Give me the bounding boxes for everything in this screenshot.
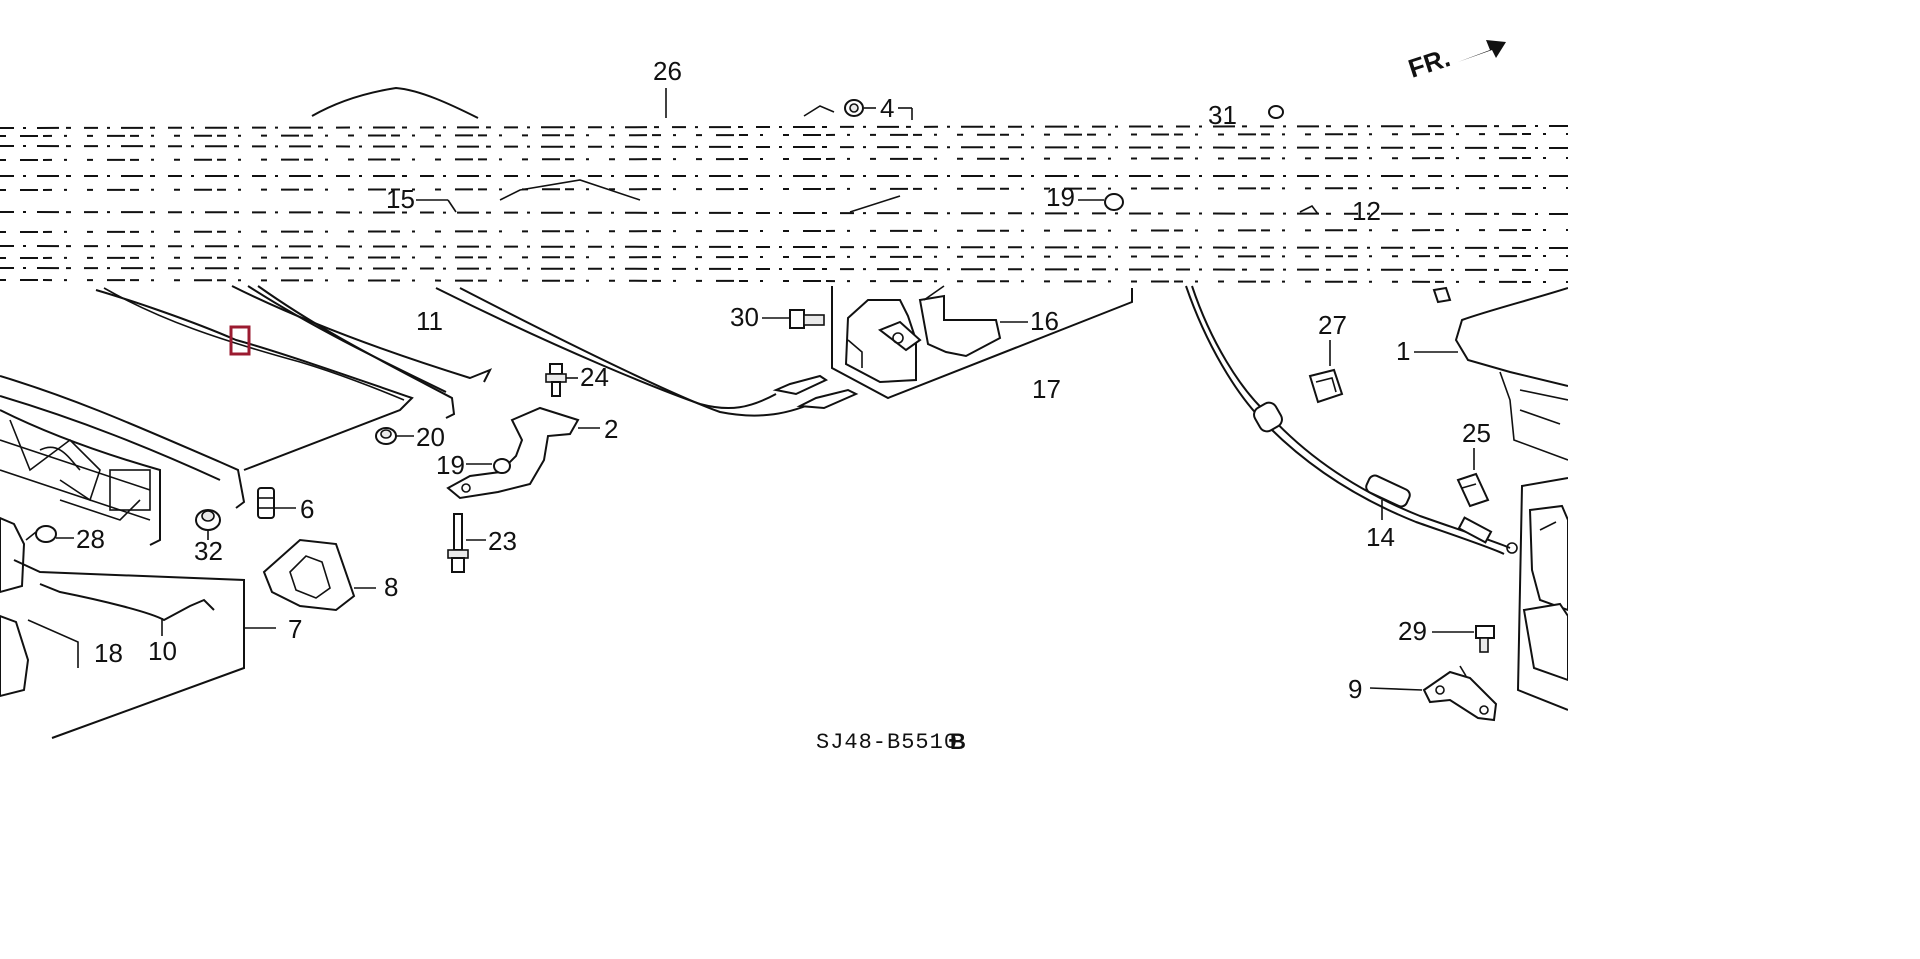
cable-connectors xyxy=(772,374,859,410)
callout-17: 17 xyxy=(1032,374,1061,404)
clip-28 xyxy=(25,525,74,543)
callout-14: 14 xyxy=(1366,522,1395,552)
bolt-23 xyxy=(447,513,486,573)
upper-fragments xyxy=(416,88,1319,215)
release-cable-14 xyxy=(1185,285,1518,555)
callout-8: 8 xyxy=(384,572,398,602)
callout-24: 24 xyxy=(580,362,609,392)
callout-19-top: 19 xyxy=(1046,182,1075,212)
nut-20 xyxy=(375,427,414,445)
callout-4: 4 xyxy=(880,93,894,123)
trunk-opener-assembly xyxy=(831,285,1133,400)
hinge-2 xyxy=(446,406,600,500)
callout-32: 32 xyxy=(194,536,223,566)
callout-23: 23 xyxy=(488,526,517,556)
callout-16: 16 xyxy=(1030,306,1059,336)
callout-19: 19 xyxy=(436,450,465,480)
latch-assembly-right xyxy=(1516,477,1568,711)
bolt-30 xyxy=(762,309,825,329)
lid-cable xyxy=(435,287,777,410)
highlight-marker xyxy=(229,325,251,356)
callout-9: 9 xyxy=(1348,674,1362,704)
torsion-bar xyxy=(231,285,493,419)
callout-6: 6 xyxy=(300,494,314,524)
striker-9 xyxy=(1369,665,1498,722)
nut-19 xyxy=(466,458,511,474)
callout-15: 15 xyxy=(386,184,415,214)
callout-26: 26 xyxy=(653,56,682,86)
callout-2: 2 xyxy=(604,414,618,444)
callout-11: 11 xyxy=(416,306,443,336)
callout-25: 25 xyxy=(1462,418,1491,448)
lock-cover-8 xyxy=(262,538,376,612)
callout-27: 27 xyxy=(1318,310,1347,340)
bumper-6 xyxy=(257,487,296,519)
clip-25 xyxy=(1456,448,1490,508)
parts-diagram: FR. xyxy=(0,40,1568,755)
trunk-lid-right xyxy=(1414,286,1568,461)
bolt-24 xyxy=(545,363,578,397)
diagram-code: SJ48-B5510 xyxy=(816,730,958,755)
front-direction-label: FR. xyxy=(1405,42,1454,83)
latch-assembly-left xyxy=(0,516,276,739)
callout-29: 29 xyxy=(1398,616,1427,646)
callout-1: 1 xyxy=(1396,336,1410,366)
callout-18: 18 xyxy=(94,638,123,668)
lid-cable-2 xyxy=(459,287,821,417)
callout-20: 20 xyxy=(416,422,445,452)
grommet-32 xyxy=(195,509,221,540)
callout-28: 28 xyxy=(76,524,105,554)
callout-12: 12 xyxy=(1352,196,1381,226)
callout-30: 30 xyxy=(730,302,759,332)
callout-7: 7 xyxy=(288,614,302,644)
front-direction-indicator: FR. xyxy=(1405,40,1506,84)
scan-noise-band xyxy=(0,125,1568,283)
callout-31: 31 xyxy=(1208,100,1237,130)
diagram-code-suffix: B xyxy=(950,729,966,754)
clip-27 xyxy=(1308,340,1344,404)
trunk-lid xyxy=(0,287,414,546)
callout-10: 10 xyxy=(148,636,177,666)
trunk-lid-top-outline xyxy=(311,86,479,119)
bolt-29 xyxy=(1432,625,1495,653)
front-arrow-icon xyxy=(1458,40,1506,62)
